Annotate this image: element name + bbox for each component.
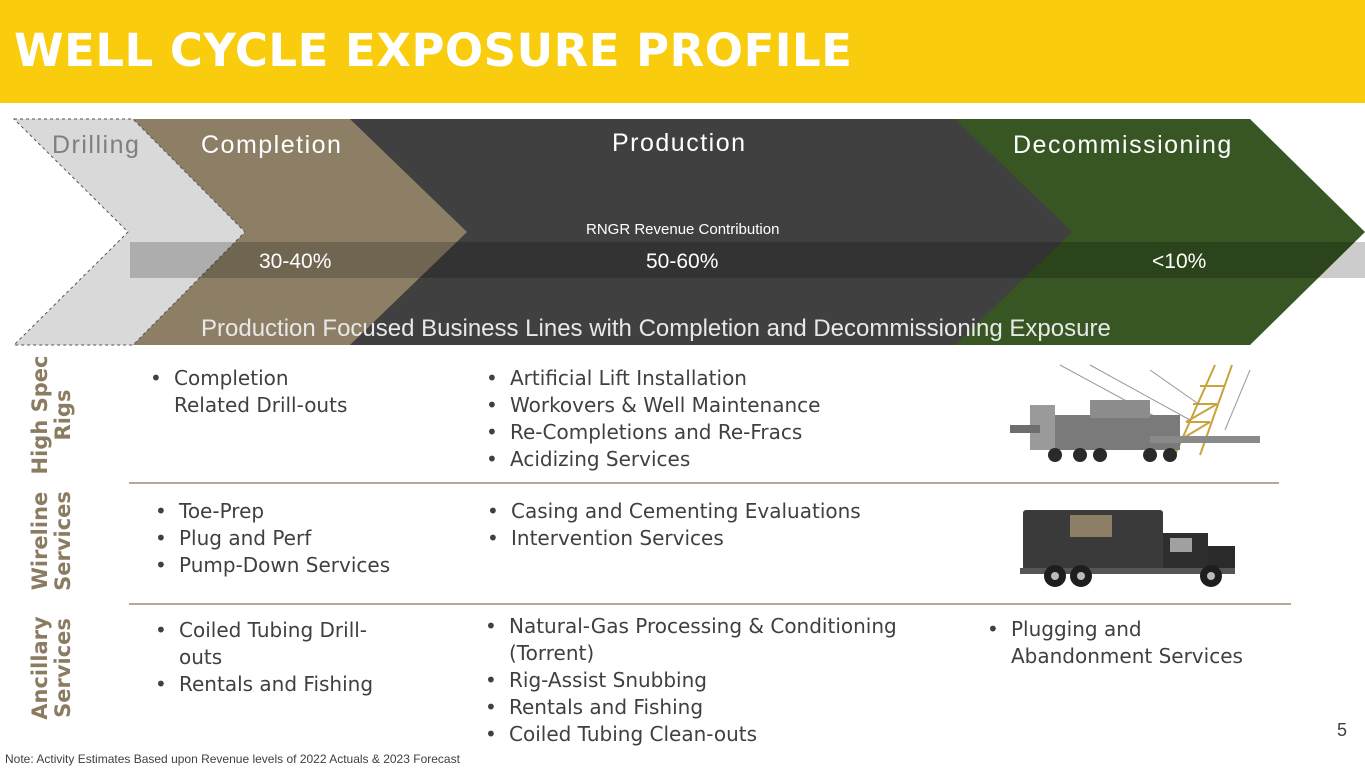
- list-item: Plugging and Abandonment Services: [985, 616, 1256, 670]
- list-item: Toe-Prep: [153, 498, 453, 525]
- row-label-line: High Spec: [28, 355, 52, 475]
- page-title: WELL CYCLE EXPOSURE PROFILE: [14, 24, 853, 77]
- revenue-contribution-label: RNGR Revenue Contribution: [586, 221, 780, 238]
- stage-drilling-label: Drilling: [52, 131, 141, 159]
- page-number: 5: [1337, 720, 1348, 740]
- list-item: Workovers & Well Maintenance: [484, 392, 904, 419]
- wireline-production-list: Casing and Cementing Evaluations Interve…: [485, 498, 905, 552]
- revenue-production-value: 50-60%: [646, 250, 719, 273]
- rig-truck-image: [1010, 364, 1260, 462]
- wireline-truck-image: [1020, 510, 1235, 587]
- list-item: Coiled Tubing Clean-outs: [483, 721, 923, 748]
- list-item: Plug and Perf: [153, 525, 453, 552]
- row-label-line: Ancillary: [28, 616, 52, 720]
- row-label-high-spec-rigs: High Spec Rigs: [28, 355, 75, 475]
- ancillary-production-list: Natural-Gas Processing & Conditioning (T…: [483, 613, 923, 748]
- rigs-production-list: Artificial Lift Installation Workovers &…: [484, 365, 904, 473]
- stage-decommissioning-label: Decommissioning: [1013, 131, 1233, 159]
- stage-completion-label: Completion: [201, 131, 343, 159]
- ancillary-decommissioning-list: Plugging and Abandonment Services: [985, 616, 1255, 670]
- chevron-drilling: [12, 118, 246, 346]
- row-divider: [129, 482, 1279, 484]
- list-item: Rig-Assist Snubbing: [483, 667, 923, 694]
- list-item: Completion Related Drill-outs: [148, 365, 348, 419]
- row-label-wireline: Wireline Services: [28, 481, 75, 601]
- list-item: Coiled Tubing Drill-outs: [153, 617, 379, 671]
- list-item: Re-Completions and Re-Fracs: [484, 419, 904, 446]
- title-banner: WELL CYCLE EXPOSURE PROFILE: [0, 0, 1365, 103]
- list-item: Intervention Services: [485, 525, 905, 552]
- list-item: Pump-Down Services: [153, 552, 453, 579]
- list-item: Rentals and Fishing: [483, 694, 923, 721]
- row-label-line: Services: [51, 618, 75, 718]
- well-cycle-chevrons: [12, 118, 1365, 346]
- list-item: Artificial Lift Installation: [484, 365, 904, 392]
- rigs-completion-list: Completion Related Drill-outs: [148, 365, 348, 419]
- row-label-line: Wireline: [28, 491, 52, 591]
- stage-production-label: Production: [612, 129, 747, 157]
- row-divider: [129, 603, 1291, 605]
- list-item: Acidizing Services: [484, 446, 904, 473]
- list-item: Casing and Cementing Evaluations: [485, 498, 905, 525]
- list-item: Natural-Gas Processing & Conditioning (T…: [483, 613, 899, 667]
- wireline-completion-list: Toe-Prep Plug and Perf Pump-Down Service…: [153, 498, 453, 579]
- chevron-completion: [130, 119, 467, 345]
- row-label-ancillary: Ancillary Services: [28, 608, 75, 728]
- revenue-decommissioning-value: <10%: [1152, 250, 1207, 273]
- list-item: Rentals and Fishing: [153, 671, 403, 698]
- row-label-line: Rigs: [51, 389, 75, 441]
- row-label-line: Services: [51, 491, 75, 591]
- section-subtitle: Production Focused Business Lines with C…: [201, 315, 1111, 342]
- ancillary-completion-list: Coiled Tubing Drill-outs Rentals and Fis…: [153, 617, 403, 698]
- chevron-decommissioning: [950, 119, 1365, 345]
- revenue-completion-value: 30-40%: [259, 250, 332, 273]
- revenue-band: [130, 242, 1365, 278]
- footnote: Note: Activity Estimates Based upon Reve…: [5, 752, 460, 766]
- chevron-production: [345, 119, 1072, 345]
